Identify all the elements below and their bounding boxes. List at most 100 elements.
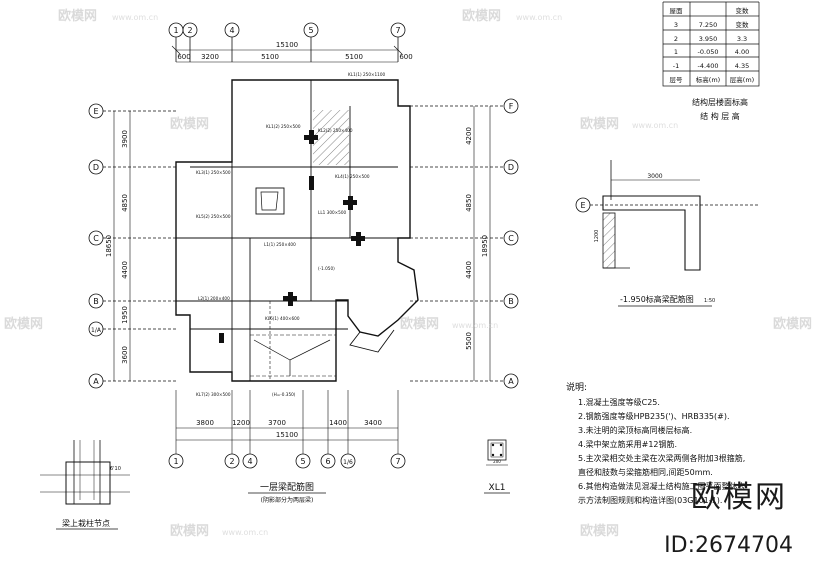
column-node-detail [40, 440, 130, 505]
axis-left-c: C [93, 234, 99, 243]
watermark-text: 欧模网 [58, 8, 97, 24]
bottom-dimensions [175, 390, 399, 454]
beam-label: KL2(2) 250×400 [318, 128, 353, 133]
level-caption: 结构层楼面标高 [692, 97, 748, 107]
beam-label: KL1(2) 250×500 [266, 124, 301, 129]
watermark-text: 欧模网 [400, 316, 439, 332]
axis-left-e: E [93, 107, 98, 116]
axis-right-a: A [508, 377, 514, 386]
dim-top-total: 15100 [276, 41, 298, 49]
note-item: 直径和肢数与梁箍筋相同,间距50mm. [578, 467, 713, 477]
beam-label: LL1 300×500 [318, 210, 346, 215]
watermark-domain: www.om.cn [112, 13, 158, 22]
axis-top-7: 7 [395, 26, 400, 35]
dim-bottom-seg: 1400 [329, 419, 347, 427]
note-item: 3.未注明的梁顶标高同楼层标高. [578, 425, 692, 435]
dim-bottom-total: 15100 [276, 431, 298, 439]
dim-top-seg: 5100 [261, 53, 279, 61]
level-header: 层号 [670, 76, 684, 84]
axis-bottom: 4 [247, 457, 252, 466]
dim-right-seg: 4200 [465, 127, 473, 145]
dim-top-seg: 600 [177, 53, 190, 61]
dim-right-total: 18950 [481, 235, 489, 257]
watermark-domain: www.om.cn [516, 13, 562, 22]
node-note: 6'10 [110, 466, 121, 472]
bottom-axis-bubbles [168, 453, 406, 469]
level-cell: 3.3 [737, 35, 747, 43]
dim-left-seg: 4400 [121, 261, 129, 279]
left-dimensions [113, 111, 131, 381]
watermark-text: 欧模网 [170, 116, 209, 132]
axis-bottom: 7 [395, 457, 400, 466]
beam-label: KL4(1) 250×500 [335, 174, 370, 179]
xl1-label: XL1 [489, 483, 506, 493]
watermark-domain: www.om.cn [222, 528, 268, 537]
axis-right-f: F [509, 102, 514, 111]
dim-right-seg: 4850 [465, 194, 473, 212]
level-cell: 变数 [736, 20, 750, 29]
dim-top-seg: 3200 [201, 53, 219, 61]
axis-bottom: 2 [229, 457, 234, 466]
xl1-dim: 200 [493, 459, 501, 464]
notes-title: 说明: [566, 381, 587, 393]
beam-label: (-1.050) [318, 266, 335, 271]
note-item: 2.钢筋强度等级HPB235(')、HRB335(#). [578, 411, 730, 421]
dim-top-seg: 600 [399, 53, 412, 61]
detail-title: -1.950标高梁配筋图 [620, 294, 694, 304]
dim-left-seg: 4850 [121, 194, 129, 212]
axis-top-2: 2 [187, 26, 192, 35]
level-head-top: 屋面 [670, 7, 684, 15]
level-cell: -1 [673, 62, 679, 70]
level-cell: 2 [674, 35, 678, 43]
dim-bottom-seg: 1200 [232, 419, 250, 427]
level-cell: 4.35 [735, 62, 749, 70]
dim-top-seg: 5100 [345, 53, 363, 61]
level-cell: 4.00 [735, 48, 749, 56]
beam-label: KL5(2) 250×500 [196, 214, 231, 219]
watermark-text: 欧模网 [773, 316, 812, 332]
dim-left-total: 18650 [105, 235, 113, 257]
top-axis-bubbles [168, 22, 406, 62]
beam-label: KL3(1) 250×500 [196, 170, 231, 175]
watermark-text: 欧模网 [462, 8, 501, 24]
level-cell: -0.050 [698, 48, 719, 56]
axis-bottom: 1/6 [343, 459, 353, 466]
note-item: 1.混凝土强度等级C25. [578, 397, 660, 407]
level-cell: -4.400 [698, 62, 719, 70]
level-cell: 1 [674, 48, 678, 56]
axis-top-1a: 1 [173, 26, 178, 35]
xl1-section [486, 439, 508, 466]
axis-right-d: D [508, 163, 514, 172]
watermark-text: 欧模网 [580, 523, 619, 539]
axis-left-b: B [93, 297, 99, 306]
model-id: ID:2674704 [664, 533, 793, 558]
beam-label: (H=-0.350) [272, 392, 296, 397]
node-title: 梁上栽柱节点 [62, 518, 110, 528]
level-header: 层高(m) [730, 75, 754, 84]
watermark-text: 欧模网 [4, 316, 43, 332]
dim-bottom-seg: 3800 [196, 419, 214, 427]
dim-left-seg: 3600 [121, 346, 129, 364]
dim-bottom-seg: 3400 [364, 419, 382, 427]
note-item: 示方法制图规则和构造详图(03G101-1). [578, 495, 722, 505]
beam-label: KL1(1) 250×1100 [348, 72, 385, 77]
dim-left-seg: 3900 [121, 130, 129, 148]
axis-top-4: 4 [229, 26, 234, 35]
level-table [662, 1, 760, 87]
watermark-text: 欧模网 [580, 116, 619, 132]
brand-logo-text: 欧模网 [691, 480, 787, 515]
level-cell: 3 [674, 21, 678, 29]
watermark-text: 欧模网 [170, 523, 209, 539]
left-axis-bubbles [88, 103, 176, 389]
axis-bottom: 5 [300, 457, 305, 466]
beam-label: KL7(2) 300×500 [196, 392, 231, 397]
detail-scale: 1:50 [704, 298, 715, 304]
detail-1950 [575, 160, 760, 271]
watermark-domain: www.om.cn [452, 321, 498, 330]
axis-left-1a: 1/A [91, 327, 102, 334]
axis-top-5: 5 [308, 26, 313, 35]
axis-left-d: D [93, 163, 99, 172]
plan-subtitle: (阴影部分为两层梁) [261, 496, 314, 504]
dim-bottom-seg: 3700 [268, 419, 286, 427]
